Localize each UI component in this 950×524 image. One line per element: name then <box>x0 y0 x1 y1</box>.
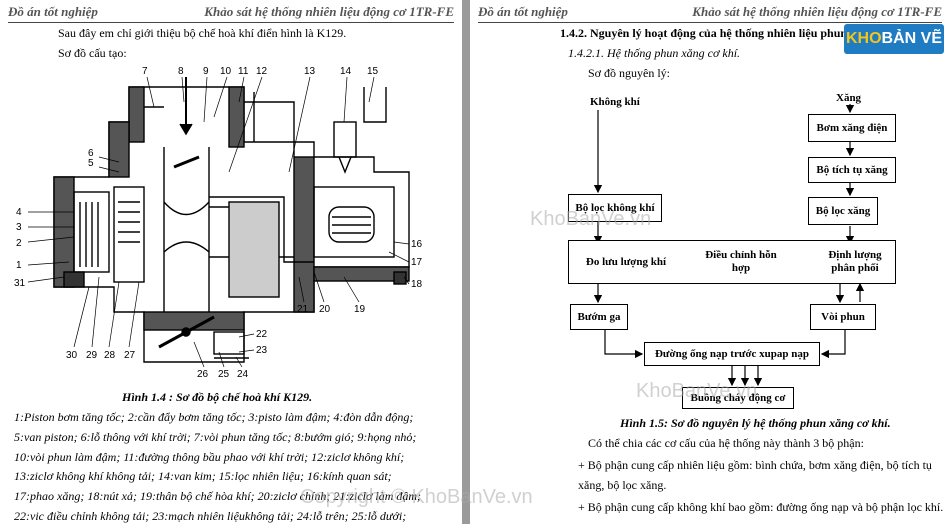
part-label: 5 <box>88 158 94 169</box>
part-label: 18 <box>411 279 423 290</box>
figure-caption: Hình 1.5: Sơ đồ nguyên lý hệ thống phun … <box>620 416 891 430</box>
section-title: 1.4.2. Nguyên lý hoạt động của hệ thống … <box>560 26 875 40</box>
legend-line: 1:Piston bơm tăng tốc; 2:cần đẩy bơm tăn… <box>14 410 414 424</box>
legend-line: 10:vòi phun làm đậm; 11:đường thông bầu … <box>14 449 405 464</box>
part-label: 19 <box>354 304 366 315</box>
flow-box-injector: Vòi phun <box>810 304 876 330</box>
part-label: 24 <box>237 369 249 380</box>
flow-diagram-arrows <box>593 104 865 387</box>
part-label: 8 <box>178 66 184 77</box>
bullet-item: + Bộ phận cung cấp không khí bao gồm: đư… <box>578 500 944 514</box>
legend-line: 17:phao xăng; 18:nút xả; 19:thân bộ chế … <box>14 489 422 504</box>
flow-box-fuel-filter: Bộ lọc xăng <box>808 197 878 225</box>
page-header: Đồ án tốt nghiệp Khảo sát hệ thống nhiên… <box>8 4 454 23</box>
carburetor-diagram: 7 8 9 10 11 12 13 14 15 6 5 4 3 2 1 31 1… <box>14 66 423 380</box>
part-label: 6 <box>88 148 94 159</box>
part-label: 1 <box>16 260 22 271</box>
part-label: 26 <box>197 369 209 380</box>
flow-box-throttle: Bướm ga <box>570 304 628 330</box>
watermark: KhoBanVe.vn <box>636 380 758 402</box>
flow-box-air-filter: Bộ lọc không khí <box>568 194 662 222</box>
part-label: 9 <box>203 66 209 77</box>
part-label: 31 <box>14 278 26 289</box>
bullet-text: Bộ phận cung cấp không khí bao gồm: đườn… <box>587 500 944 514</box>
part-label: 13 <box>304 66 316 77</box>
document-page-left: Đồ án tốt nghiệp Khảo sát hệ thống nhiên… <box>0 0 462 524</box>
part-label: 4 <box>16 207 22 218</box>
part-label: 20 <box>319 304 331 315</box>
part-label: 10 <box>220 66 232 77</box>
part-label: 28 <box>104 350 116 361</box>
part-label: 27 <box>124 350 136 361</box>
part-label: 14 <box>340 66 352 77</box>
part-label: 15 <box>367 66 379 77</box>
intro-text: Sau đây em chỉ giới thiệu bộ chế hoà khí… <box>58 26 347 40</box>
flow-box-metering-group <box>568 240 896 284</box>
flow-fuel-label: Xăng <box>836 92 862 104</box>
part-label: 2 <box>16 238 22 249</box>
flow-box-cylinder: Buồng cháy động cơ <box>682 387 794 409</box>
flow-box-pump: Bơm xăng điện <box>808 114 896 142</box>
part-label: 30 <box>66 350 78 361</box>
bullet-item: + Bộ phận cung cấp nhiên liệu gồm: bình … <box>578 458 932 472</box>
legend-line: 22:vic điều chỉnh không tải; 23:mạch nhi… <box>14 508 407 523</box>
principle-label: Sơ đồ nguyên lý: <box>588 66 671 80</box>
paragraph: Có thể chia các cơ cấu của hệ thống này … <box>588 436 864 450</box>
header-right: Khảo sát hệ thống nhiên liệu động cơ 1TR… <box>692 4 942 19</box>
logo-text-a: KHO <box>845 30 882 47</box>
part-label: 21 <box>297 304 309 315</box>
parts-legend: 1:Piston bơm tăng tốc; 2:cần đẩy bơm tăn… <box>14 408 454 524</box>
flow-air-label: Không khí <box>590 96 640 108</box>
part-label: 16 <box>411 239 423 250</box>
flow-box-air-metering: Đo lưu lượng khí <box>585 255 667 268</box>
part-label: 25 <box>218 369 230 380</box>
subsection-title: 1.4.2.1. Hệ thống phun xăng cơ khí. <box>568 46 741 60</box>
part-label: 12 <box>256 66 268 77</box>
flow-box-accumulator: Bộ tích tụ xăng <box>808 157 896 183</box>
header-right: Khảo sát hệ thống nhiên liệu động cơ 1TR… <box>204 4 454 19</box>
watermark-copyright: Copyright © KhoBanVe.vn <box>300 486 533 508</box>
watermark: KhoBanVe.vn <box>530 208 652 230</box>
flow-box-mixture: Điều chỉnh hỗn hợp <box>705 249 777 274</box>
bullet-continuation: xăng, bộ lọc xăng. <box>578 478 667 492</box>
legend-line: 13:ziclơ không khí không tải; 14:van kim… <box>14 469 392 484</box>
flow-box-intake: Đường ống nạp trước xupap nạp <box>644 342 820 366</box>
part-label: 7 <box>142 66 148 77</box>
part-label: 17 <box>411 257 423 268</box>
legend-line: 5:van piston; 6:lỗ thông với khí trời; 7… <box>14 429 417 444</box>
header-left: Đồ án tốt nghiệp <box>8 4 98 19</box>
bullet-text: Bộ phận cung cấp nhiên liệu gồm: bình ch… <box>587 458 932 472</box>
document-page-right: Đồ án tốt nghiệp Khảo sát hệ thống nhiên… <box>470 0 950 524</box>
flow-box-distributor: Định lượng phân phối <box>828 249 882 274</box>
structure-label: Sơ đồ cấu tạo: <box>58 46 127 60</box>
figure-caption: Hình 1.4 : Sơ đồ bộ chế hoà khí K129. <box>122 390 313 404</box>
part-label: 11 <box>238 66 249 77</box>
part-label: 29 <box>86 350 98 361</box>
logo-text-b: BẢN VẼ <box>881 30 942 47</box>
header-left: Đồ án tốt nghiệp <box>478 4 568 19</box>
part-label: 23 <box>256 345 268 356</box>
page-header: Đồ án tốt nghiệp Khảo sát hệ thống nhiên… <box>478 4 942 23</box>
part-label: 22 <box>256 329 268 340</box>
part-label: 3 <box>16 222 22 233</box>
